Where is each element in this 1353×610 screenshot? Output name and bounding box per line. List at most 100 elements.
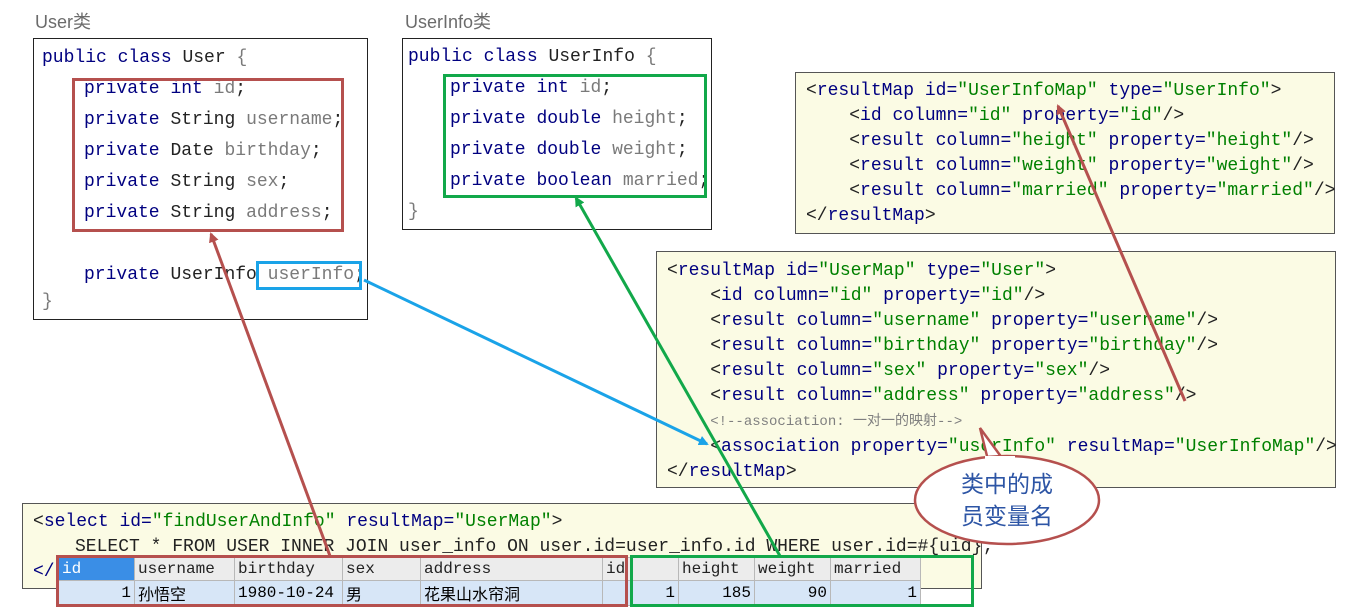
xml-attr-name: resultMap bbox=[1066, 437, 1164, 457]
grid-cell[interactable]: 1 bbox=[602, 580, 679, 606]
brace-open: { bbox=[645, 47, 657, 67]
grid-cell[interactable]: 1 bbox=[830, 580, 921, 606]
field-modifier: private bbox=[84, 141, 160, 161]
xml-attr-value: id bbox=[839, 286, 862, 306]
xml-attr-name: property bbox=[991, 311, 1078, 331]
xml-result-line: <result column="height" property="height… bbox=[849, 131, 1314, 151]
xml-result-line: <result column="weight" property="weight… bbox=[849, 156, 1314, 176]
field-type: String bbox=[170, 110, 236, 130]
field-line: private String address; bbox=[84, 203, 333, 223]
kw-public: public bbox=[408, 47, 473, 67]
association-comment: <!--association: 一对一的映射--> bbox=[710, 414, 963, 430]
select-open-line: <select id="findUserAndInfo" resultMap="… bbox=[33, 512, 563, 532]
arrow-userinfo-field-to-association bbox=[363, 278, 709, 446]
field-name: sex bbox=[246, 172, 279, 192]
userinfo-brace-close: } bbox=[408, 202, 419, 222]
grid-header-cell: id bbox=[602, 557, 679, 581]
xml-attr-name: column bbox=[753, 286, 819, 306]
userinfo-resultmap-box: <resultMap id="UserInfoMap" type="UserIn… bbox=[795, 72, 1335, 234]
xml-attr-name: property bbox=[1022, 106, 1109, 126]
xml-attr-name: property bbox=[1119, 181, 1206, 201]
userinfo-class-header: public class UserInfo { bbox=[408, 42, 657, 73]
userinfo-columns-highlight bbox=[630, 555, 974, 607]
member-name-bubble: 类中的成 员变量名 bbox=[927, 468, 1087, 532]
field-line: private double weight; bbox=[450, 140, 688, 160]
xml-attr-name: column bbox=[796, 386, 862, 406]
association-comment-line: <!--association: 一对一的映射--> bbox=[667, 409, 1337, 435]
xml-attr-value: weight bbox=[1216, 156, 1282, 176]
xml-attr-value: id bbox=[978, 106, 1001, 126]
user-columns-highlight bbox=[56, 555, 628, 607]
field-modifier: private bbox=[450, 78, 526, 98]
field-modifier: private bbox=[84, 110, 160, 130]
xml-attr-name: property bbox=[883, 286, 970, 306]
xml-attr-name: property bbox=[1108, 156, 1195, 176]
field-line: private boolean married; bbox=[450, 171, 710, 191]
field-line: private Date birthday; bbox=[84, 141, 322, 161]
xml-attr-name: property bbox=[937, 361, 1024, 381]
grid-cell[interactable]: 1 bbox=[58, 580, 135, 606]
xml-result-line: <result column="birthday" property="birt… bbox=[710, 336, 1219, 356]
grid-cell[interactable]: 185 bbox=[678, 580, 755, 606]
user-fields: private int id;private String username;p… bbox=[84, 74, 343, 229]
userinfo-resultmap-code: <resultMap id="UserInfoMap" type="UserIn… bbox=[806, 79, 1335, 229]
arrow-resultmap-to-userinfomap bbox=[1056, 104, 1187, 402]
xml-attr-value: sex bbox=[1045, 361, 1078, 381]
xml-attr-value: username bbox=[883, 311, 970, 331]
xml-attr-name: property bbox=[1108, 131, 1195, 151]
grid-header-cell: id bbox=[58, 557, 135, 581]
field-type: double bbox=[536, 140, 602, 160]
field-type: String bbox=[170, 203, 236, 223]
xml-tag: resultMap bbox=[677, 261, 776, 281]
field-modifier: private bbox=[84, 203, 160, 223]
user-class-title: User类 bbox=[35, 12, 92, 32]
field-name: birthday bbox=[224, 141, 311, 161]
xml-attr-value: UserInfoMap bbox=[1185, 437, 1305, 457]
xml-attr-value: UserMap bbox=[829, 261, 905, 281]
grid-cell[interactable]: 孙悟空 bbox=[134, 580, 235, 606]
xml-attr-value: address bbox=[1088, 386, 1165, 406]
xml-attr-name: id bbox=[119, 512, 142, 532]
xml-attr-value: UserInfoMap bbox=[968, 81, 1087, 101]
field-modifier: private bbox=[450, 109, 526, 129]
xml-attr-name: id bbox=[785, 261, 808, 281]
field-name: married bbox=[622, 171, 699, 191]
field-type: UserInfo bbox=[170, 265, 257, 285]
field-type: int bbox=[170, 79, 203, 99]
xml-attr-name: column bbox=[796, 311, 862, 331]
xml-attr-value: userInfo bbox=[958, 437, 1046, 457]
resultmap-close-line: </resultMap> bbox=[667, 462, 797, 482]
resultmap-open-line: <resultMap id="UserMap" type="User"> bbox=[667, 261, 1057, 281]
kw-class: class bbox=[483, 47, 538, 67]
grid-header-cell: birthday bbox=[234, 557, 343, 581]
xml-attr-name: column bbox=[796, 361, 862, 381]
select-close: </ bbox=[33, 562, 55, 582]
xml-result-line: <result column="address" property="addre… bbox=[710, 386, 1197, 406]
class-name: UserInfo bbox=[548, 47, 635, 67]
xml-tag: resultMap bbox=[816, 81, 915, 101]
user-class-box: public class User { private int id;priva… bbox=[33, 38, 368, 320]
grid-cell[interactable]: 1980-10-24 bbox=[234, 580, 343, 606]
field-modifier: private bbox=[450, 171, 526, 191]
xml-attr-name: property bbox=[991, 336, 1078, 356]
xml-attr-value: UserInfo bbox=[1173, 81, 1260, 101]
grid-cell[interactable]: 男 bbox=[342, 580, 421, 606]
xml-attr-value: height bbox=[1216, 131, 1282, 151]
xml-tag: id bbox=[860, 106, 882, 126]
field-modifier: private bbox=[450, 140, 526, 160]
field-line: private double height; bbox=[450, 109, 688, 129]
xml-attr-value: sex bbox=[883, 361, 916, 381]
field-name: weight bbox=[612, 140, 677, 160]
xml-attr-value: weight bbox=[1022, 156, 1087, 176]
kw-public: public bbox=[42, 48, 107, 68]
field-type: boolean bbox=[536, 171, 613, 191]
xml-attr-value: married bbox=[1227, 181, 1304, 201]
xml-attr-name: property bbox=[980, 386, 1067, 406]
xml-attr-name: column bbox=[935, 131, 1001, 151]
field-line: private int id; bbox=[450, 78, 613, 98]
xml-tag: resultMap bbox=[827, 206, 925, 226]
field-type: double bbox=[536, 109, 602, 129]
userinfo-fields: private int id;private double height;pri… bbox=[450, 73, 709, 197]
